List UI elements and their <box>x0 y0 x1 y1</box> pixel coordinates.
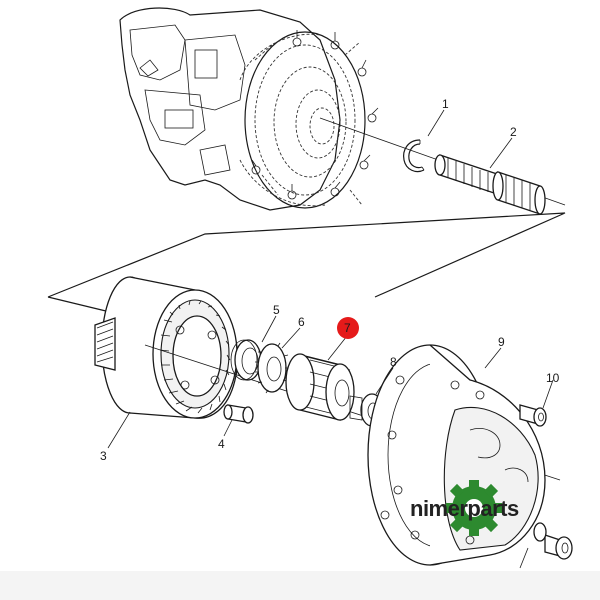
output-hub-housing <box>367 344 546 566</box>
cap-screw-large <box>519 404 547 427</box>
splined-shaft <box>434 154 546 215</box>
callout-6: 6 <box>298 315 305 329</box>
callout-7: 7 <box>344 321 351 335</box>
leader-lines <box>107 109 554 569</box>
bottom-strip <box>0 571 600 600</box>
highlight-marker <box>337 317 359 339</box>
nimerparts-logo: nimerparts <box>410 480 519 536</box>
logo-text: nimerparts <box>410 496 519 521</box>
cap-screw-lower <box>533 522 573 560</box>
cap-screw-small <box>223 404 254 424</box>
callout-2: 2 <box>510 125 517 139</box>
ring-gear <box>94 276 239 419</box>
small-gear <box>255 342 289 394</box>
callout-1: 1 <box>442 97 449 111</box>
flange-bolt <box>330 181 341 197</box>
exploded-view-outline <box>47 212 566 313</box>
callout-9: 9 <box>498 335 505 349</box>
callout-3: 3 <box>100 449 107 463</box>
flange-bolt <box>292 30 302 47</box>
planet-gear <box>285 353 355 421</box>
callout-5: 5 <box>273 303 280 317</box>
callout-10: 10 <box>546 371 560 385</box>
flange-bolt <box>287 184 297 200</box>
flange-bolt <box>357 59 367 77</box>
flange-bolt <box>251 159 261 175</box>
snap-ring <box>403 139 425 173</box>
flange-bolt <box>359 154 371 170</box>
motor-housing <box>119 7 566 211</box>
callout-8: 8 <box>390 355 397 369</box>
gear-icon <box>446 480 502 536</box>
callout-4: 4 <box>218 437 225 451</box>
flange-bolt <box>367 107 379 123</box>
flange-bolt <box>330 32 340 50</box>
